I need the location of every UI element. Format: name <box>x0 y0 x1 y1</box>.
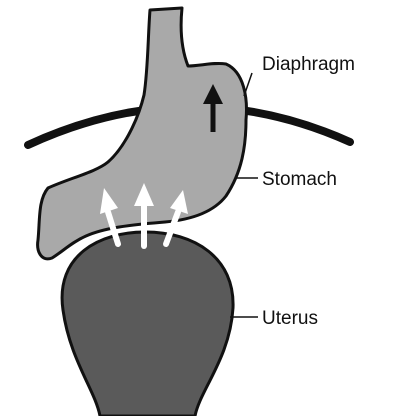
diaphragm-label: Diaphragm <box>262 54 355 75</box>
uterus-label: Uterus <box>262 308 318 329</box>
uterus-shape <box>62 232 233 416</box>
diaphragm-leader-line <box>244 73 252 96</box>
stomach-label: Stomach <box>262 169 337 190</box>
